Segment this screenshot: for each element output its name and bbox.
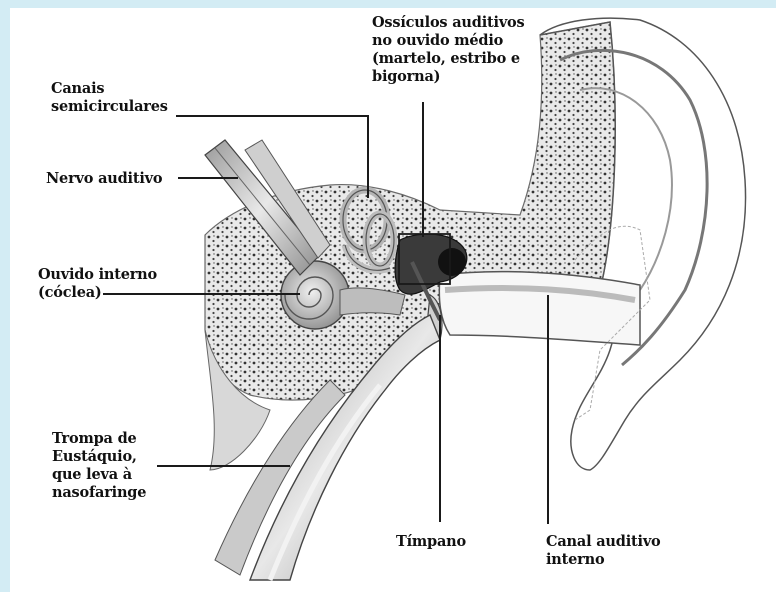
label-canais-semicirculares: Canais semicirculares <box>51 80 168 116</box>
label-trompa-eustaquio: Trompa de Eustáquio, que leva à nasofari… <box>52 430 146 502</box>
label-nervo-auditivo: Nervo auditivo <box>46 170 162 188</box>
label-ouvido-interno: Ouvido interno (cóclea) <box>38 266 157 302</box>
label-timpano: Tímpano <box>396 533 466 551</box>
label-canal-auditivo-interno: Canal auditivo interno <box>546 533 661 569</box>
ear-canal <box>439 272 640 345</box>
label-ossiculos-auditivos: Ossículos auditivos no ouvido médio (mar… <box>372 14 524 86</box>
